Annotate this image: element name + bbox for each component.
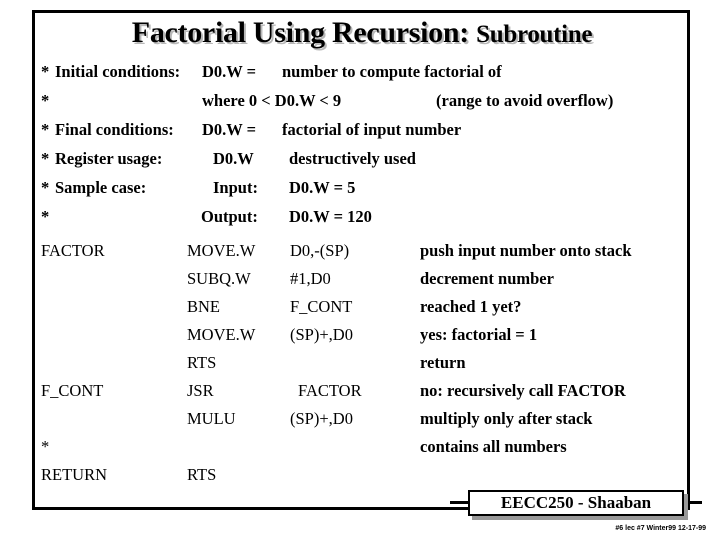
specification-block: * Initial conditions: D0.W = number to c… bbox=[41, 62, 681, 236]
code-row: SUBQ.W #1,D0 decrement number bbox=[41, 269, 686, 297]
spec-star: * bbox=[41, 91, 50, 110]
spec-label: Sample case: bbox=[55, 178, 147, 197]
code-row: * contains all numbers bbox=[41, 437, 686, 465]
spec-register: Input: bbox=[213, 178, 258, 197]
code-mnemonic: MOVE.W bbox=[187, 241, 256, 260]
code-comment: contains all numbers bbox=[420, 437, 567, 456]
spec-label: Final conditions: bbox=[55, 120, 174, 139]
code-row: MULU (SP)+,D0 multiply only after stack bbox=[41, 409, 686, 437]
footer-tag: EECC250 - Shaaban bbox=[450, 490, 702, 520]
code-row: F_CONT JSR FACTOR no: recursively call F… bbox=[41, 381, 686, 409]
code-row: BNE F_CONT reached 1 yet? bbox=[41, 297, 686, 325]
page-title-main: Factorial Using Recursion: bbox=[131, 16, 469, 49]
code-mnemonic: RTS bbox=[187, 353, 217, 372]
spec-row: * Register usage: D0.W destructively use… bbox=[41, 149, 681, 178]
spec-row: * Final conditions: D0.W = factorial of … bbox=[41, 120, 681, 149]
code-comment: multiply only after stack bbox=[420, 409, 593, 428]
spec-description: D0.W = 120 bbox=[289, 207, 372, 226]
footer-credit-line: #6 lec #7 Winter99 12-17-99 bbox=[615, 525, 706, 532]
spec-row: * where 0 < D0.W < 9 (range to avoid ove… bbox=[41, 91, 681, 120]
page-title-shadow-main: Factorial Using Recursion: bbox=[133, 18, 471, 51]
footer-tag-label: EECC250 - Shaaban bbox=[468, 490, 684, 516]
spec-star: * bbox=[41, 207, 50, 226]
spec-description: (range to avoid overflow) bbox=[436, 91, 614, 110]
code-operand: FACTOR bbox=[298, 381, 362, 400]
code-mnemonic: JSR bbox=[187, 381, 214, 400]
spec-register: D0.W bbox=[213, 149, 254, 168]
spec-label: Register usage: bbox=[55, 149, 163, 168]
spec-label: Initial conditions: bbox=[55, 62, 181, 81]
code-row: RETURN RTS bbox=[41, 465, 686, 493]
spec-description: factorial of input number bbox=[282, 120, 462, 139]
code-label: FACTOR bbox=[41, 241, 105, 260]
code-label: * bbox=[41, 437, 50, 456]
page-title-text: Factorial Using Recursion: Subroutine bbox=[36, 14, 688, 54]
page-title: Factorial Using Recursion: Subroutine Fa… bbox=[36, 14, 688, 56]
code-comment: reached 1 yet? bbox=[420, 297, 522, 316]
code-operand: #1,D0 bbox=[290, 269, 331, 288]
page-title-tail: Subroutine bbox=[476, 21, 593, 48]
spec-row: * Sample case: Input: D0.W = 5 bbox=[41, 178, 681, 207]
code-row: RTS return bbox=[41, 353, 686, 381]
spec-register: D0.W = bbox=[202, 120, 257, 139]
code-mnemonic: RTS bbox=[187, 465, 217, 484]
code-comment: return bbox=[420, 353, 466, 372]
code-operand: (SP)+,D0 bbox=[290, 409, 353, 428]
code-mnemonic: BNE bbox=[187, 297, 220, 316]
code-mnemonic: SUBQ.W bbox=[187, 269, 251, 288]
spec-row: * Output: D0.W = 120 bbox=[41, 207, 681, 236]
code-mnemonic: MOVE.W bbox=[187, 325, 256, 344]
code-comment: push input number onto stack bbox=[420, 241, 632, 260]
code-comment: yes: factorial = 1 bbox=[420, 325, 538, 344]
spec-description: D0.W = 5 bbox=[289, 178, 356, 197]
spec-star: * bbox=[41, 178, 50, 197]
footer-tag-stub-right bbox=[688, 501, 702, 504]
code-operand: D0,-(SP) bbox=[290, 241, 350, 260]
page-title-shadow: Factorial Using Recursion: Subroutine bbox=[38, 16, 690, 56]
assembly-code-listing: FACTOR MOVE.W D0,-(SP) push input number… bbox=[41, 241, 686, 493]
spec-description: number to compute factorial of bbox=[282, 62, 502, 81]
slide-content-frame bbox=[32, 10, 690, 510]
footer-tag-stub-left bbox=[450, 501, 468, 504]
code-label: F_CONT bbox=[41, 381, 104, 400]
code-row: MOVE.W (SP)+,D0 yes: factorial = 1 bbox=[41, 325, 686, 353]
spec-star: * bbox=[41, 149, 50, 168]
spec-register: D0.W = bbox=[202, 62, 257, 81]
spec-register: Output: bbox=[201, 207, 258, 226]
spec-row: * Initial conditions: D0.W = number to c… bbox=[41, 62, 681, 91]
code-operand: F_CONT bbox=[290, 297, 353, 316]
spec-description: destructively used bbox=[289, 149, 416, 168]
page-title-shadow-tail: Subroutine bbox=[478, 23, 595, 50]
spec-register: where 0 < D0.W < 9 bbox=[202, 91, 342, 110]
code-comment: no: recursively call FACTOR bbox=[420, 381, 626, 400]
code-mnemonic: MULU bbox=[187, 409, 236, 428]
spec-star: * bbox=[41, 62, 50, 81]
spec-star: * bbox=[41, 120, 50, 139]
code-operand: (SP)+,D0 bbox=[290, 325, 353, 344]
code-comment: decrement number bbox=[420, 269, 554, 288]
code-label: RETURN bbox=[41, 465, 107, 484]
code-row: FACTOR MOVE.W D0,-(SP) push input number… bbox=[41, 241, 686, 269]
